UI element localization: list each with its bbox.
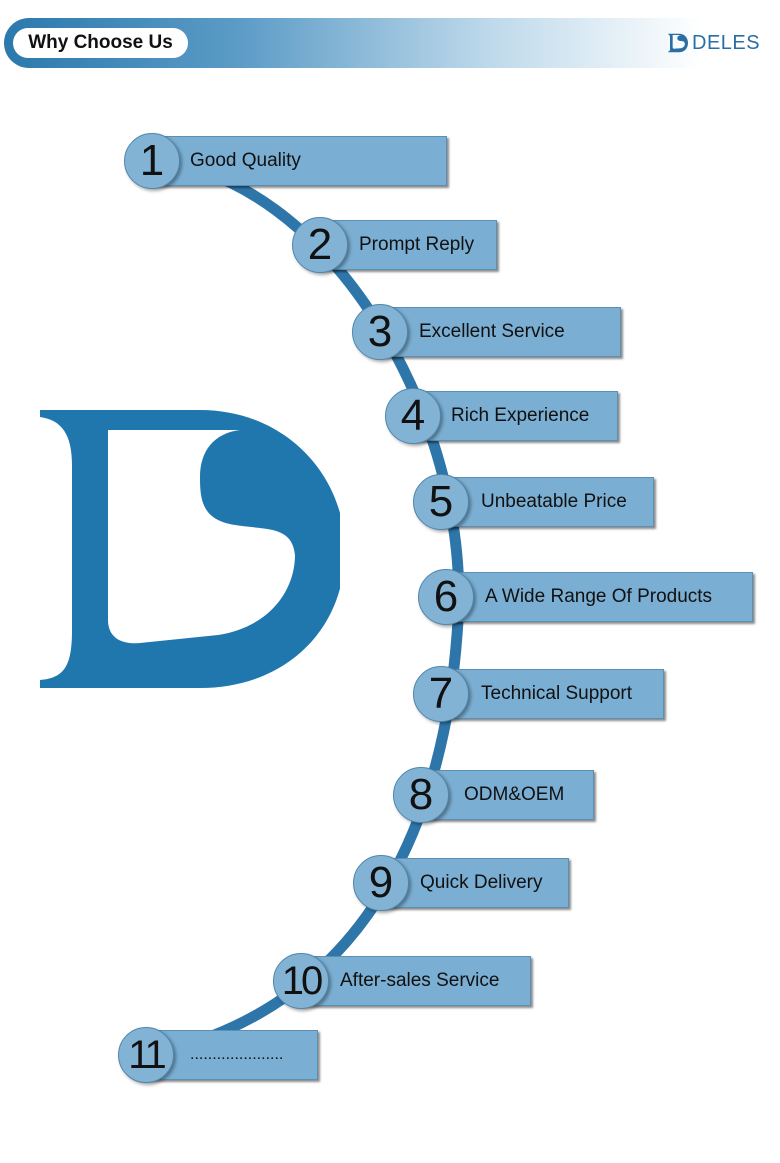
item-label: Quick Delivery	[381, 858, 569, 908]
item-number: 5	[413, 474, 469, 530]
item-number: 11	[118, 1027, 174, 1083]
item-number: 6	[418, 569, 474, 625]
item-label: Good Quality	[152, 136, 447, 186]
item-number: 4	[385, 388, 441, 444]
item-label: Technical Support	[441, 669, 664, 719]
item-label: Excellent Service	[380, 307, 621, 357]
item-number: 3	[352, 304, 408, 360]
item-label: .....................	[146, 1030, 318, 1080]
page-title: Why Choose Us	[13, 28, 188, 58]
brand: DELES	[668, 30, 760, 56]
item-label: Unbeatable Price	[441, 477, 654, 527]
item-number: 7	[413, 666, 469, 722]
item-label: Prompt Reply	[320, 220, 497, 270]
item-number: 1	[124, 133, 180, 189]
item-number: 9	[353, 855, 409, 911]
brand-logo-icon	[668, 33, 688, 53]
deles-logo-icon	[40, 410, 340, 688]
item-label: A Wide Range Of Products	[446, 572, 753, 622]
item-number: 8	[393, 767, 449, 823]
item-label: Rich Experience	[413, 391, 618, 441]
item-number: 10	[273, 953, 329, 1009]
item-label: After-sales Service	[301, 956, 531, 1006]
item-number: 2	[292, 217, 348, 273]
item-label: ODM&OEM	[421, 770, 594, 820]
brand-name: DELES	[692, 31, 761, 54]
